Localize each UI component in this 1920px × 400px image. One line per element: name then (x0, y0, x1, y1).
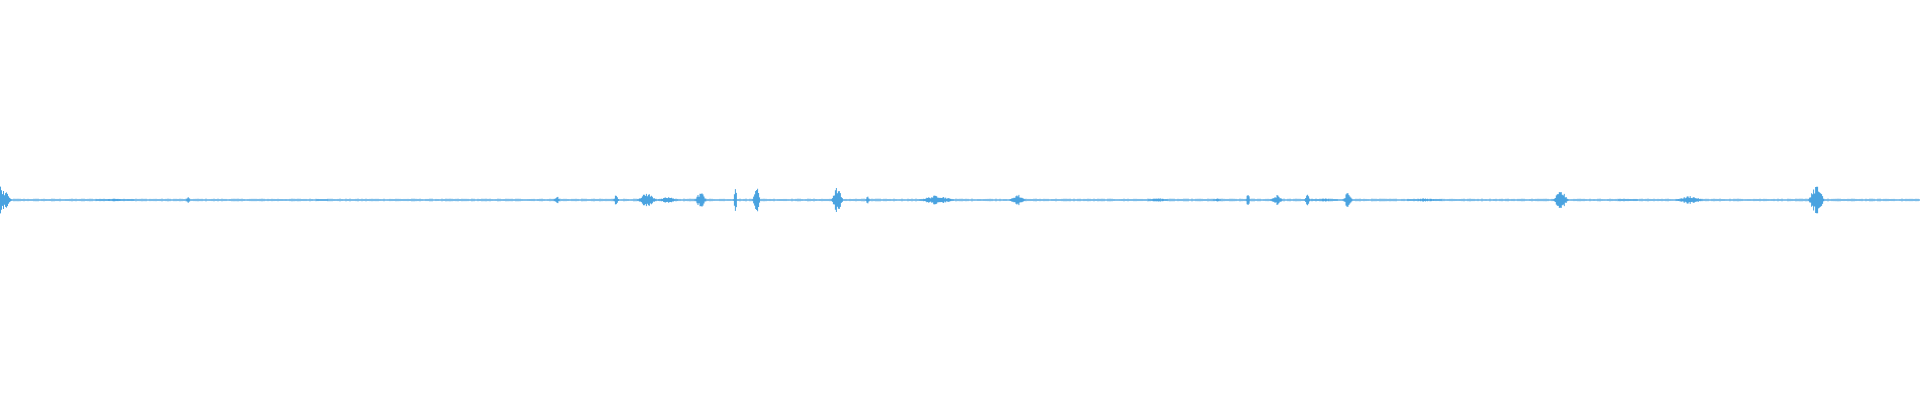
waveform-burst (1270, 195, 1283, 205)
waveform-burst (636, 193, 657, 207)
waveform-burst (95, 198, 135, 202)
waveform-burst (1009, 194, 1026, 206)
waveform-burst (732, 189, 737, 211)
waveform-burst (1147, 198, 1168, 202)
waveform-burst (1808, 186, 1825, 214)
waveform-burst (1245, 195, 1250, 205)
waveform-burst (919, 195, 955, 205)
waveform-burst (1618, 199, 1639, 201)
waveform-burst (1675, 196, 1703, 204)
waveform-burst (0, 186, 12, 214)
waveform-burst (865, 196, 870, 204)
waveform-burst (1310, 198, 1338, 202)
waveform-burst (1212, 198, 1221, 202)
waveform-burst (316, 199, 329, 201)
waveform-burst (1304, 194, 1311, 206)
waveform-burst (830, 188, 843, 212)
waveform-burst (1552, 192, 1569, 208)
waveform-burst (185, 197, 190, 203)
waveform-burst (1342, 193, 1353, 207)
waveform-burst (612, 195, 619, 205)
waveform-burst (694, 193, 707, 207)
waveform-burst (553, 196, 560, 204)
waveform-burst (1406, 198, 1442, 202)
waveform-burst (752, 188, 761, 212)
waveform-burst (658, 197, 679, 203)
waveform-bursts (0, 186, 1919, 214)
